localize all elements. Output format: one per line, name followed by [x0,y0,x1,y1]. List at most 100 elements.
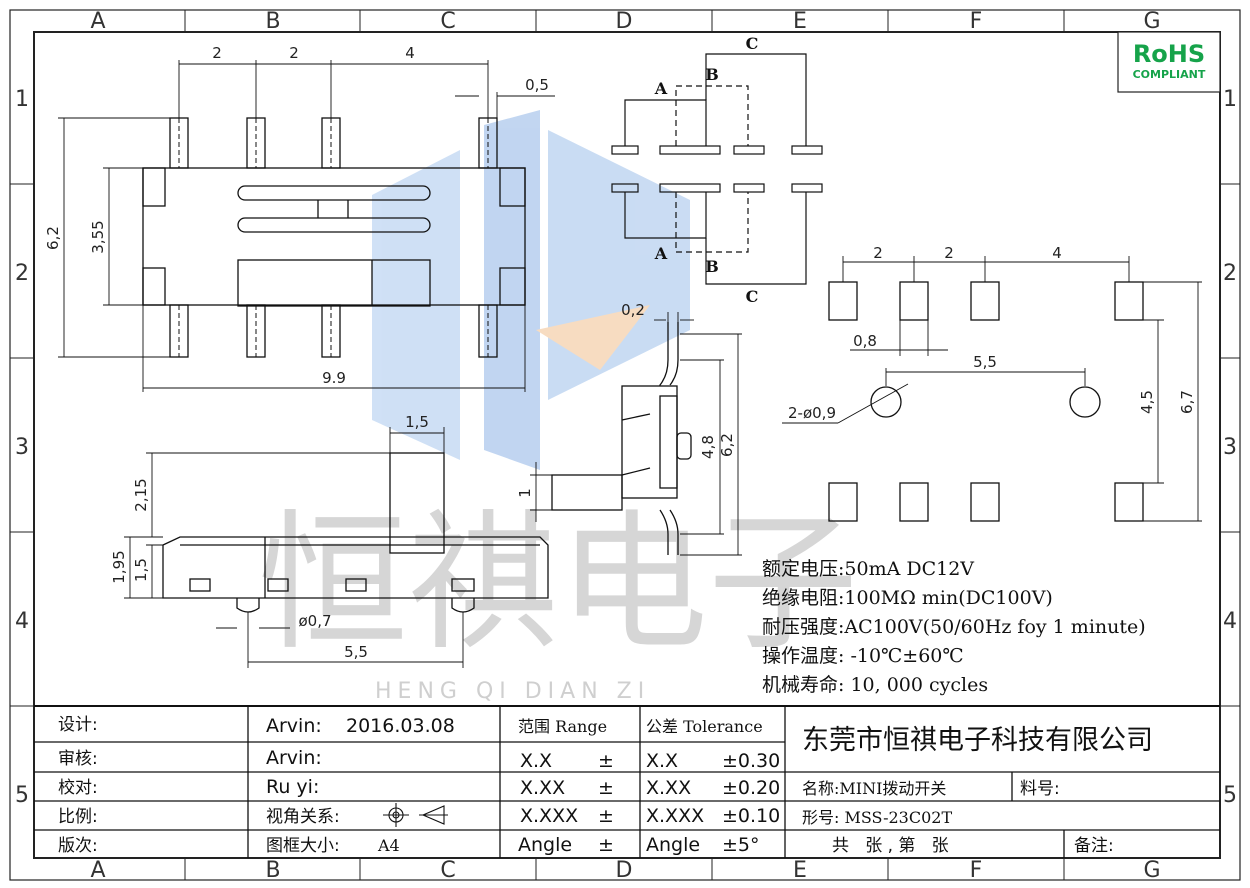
col-ref-top: A [90,9,105,34]
range-symbol: ± [598,777,614,799]
tolerance-key: Angle [646,834,700,856]
rohs-subtitle: COMPLIANT [1133,68,1206,81]
frame-size-value: A4 [377,836,400,855]
col-ref-bottom: D [616,858,633,883]
range-symbol: ± [598,834,614,856]
label-c-bottom: C [746,287,759,306]
title-block-grid [34,705,1220,858]
dim-body-height: 1,5 [132,558,150,582]
rohs-title: RoHS [1133,40,1205,68]
dim-pad-width: 0,8 [853,332,877,350]
spec-rated-voltage: 额定电压:50mA DC12V [762,558,974,580]
side-view-dimensions: 0,2 4,8 6,2 1 [516,301,736,498]
dim-knob-height: 2,15 [132,478,150,511]
row-ref-right: 5 [1223,783,1237,808]
row-ref-left: 5 [15,783,29,808]
label-c-top: C [746,34,759,53]
watermark-text: 恒祺电子 HENG QI DIAN ZI [258,497,858,704]
col-ref-bottom: B [265,858,280,883]
front-view-dimensions: 1,5 2,15 1,95 1,5 ø0,7 5,5 [110,413,429,661]
label-designer: 设计: [58,715,98,735]
model-number: 形号: MSS-23C02T [802,808,952,827]
dim-height-inner: 4,8 [699,435,717,459]
dim-terminal-thickness: 0,2 [621,301,645,319]
watermark-logo [372,110,690,470]
spec-withstand-voltage: 耐压强度:AC100V(50/60Hz foy 1 minute) [762,616,1146,638]
designer-name: Arvin: [266,715,322,737]
watermark-chars: 恒祺电子 [258,497,858,671]
dim-step: 1 [516,488,534,498]
circuit-schematic [611,53,823,285]
col-ref-top: F [970,9,983,34]
row-ref-right: 2 [1223,261,1237,286]
row-ref-right: 4 [1223,609,1237,634]
range-value: X.XXX [520,805,578,827]
label-reviewer: 审核: [58,749,98,769]
remark-label: 备注: [1074,836,1114,856]
dim-knob-width: 1,5 [405,413,429,431]
label-revision: 版次: [58,836,98,856]
col-ref-top: C [440,9,455,34]
tolerance-key: X.X [646,750,678,772]
col-ref-bottom: A [90,858,105,883]
title-block: 设计: 审核: 校对: 比例: 版次: Arvin: 2016.03.08 Ar… [58,715,1153,856]
tolerance-header: 公差 Tolerance [646,717,763,736]
label-scale: 比例: [58,807,98,827]
col-ref-bottom: C [440,858,455,883]
pcb-layout-dimensions: 2 2 4 0,8 5,5 2-ø0,9 4,5 6,7 [788,244,1196,422]
row-ref-left: 4 [15,609,29,634]
range-header: 范围 Range [518,717,607,736]
col-ref-bottom: F [970,858,983,883]
spec-mechanical-life: 机械寿命: 10, 000 cycles [762,674,988,696]
dim-total-height: 6,2 [44,226,62,250]
sheet-frame [9,9,1241,881]
projection-symbol-icon [383,803,448,827]
row-ref-right: 3 [1223,435,1237,460]
row-ref-right: 1 [1223,87,1237,112]
dim-pad-pitch-3: 4 [1052,244,1062,262]
dim-pitch-1: 2 [212,44,222,62]
dim-pad-pitch-2: 2 [944,244,954,262]
range-symbol: ± [598,805,614,827]
dim-total-height: 1,95 [110,550,128,583]
company-name: 东莞市恒祺电子科技有限公司 [802,725,1153,756]
label-a-top: A [654,79,668,98]
tolerance-value: ±0.30 [722,750,780,772]
front-view [124,427,549,668]
watermark-pinyin: HENG QI DIAN ZI [375,679,650,704]
range-value: Angle [518,834,572,856]
checker-name: Ru yi: [266,776,319,798]
dim-length: 9.9 [322,369,346,387]
specifications: 额定电压:50mA DC12V 绝缘电阻:100MΩ min(DC100V) 耐… [762,558,1146,696]
schematic-labels: A B C A B C [654,34,759,306]
label-checker: 校对: [58,778,98,798]
col-ref-bottom: E [793,858,807,883]
part-number-label: 料号: [1020,779,1060,799]
dim-inner-span: 4,5 [1138,390,1156,414]
design-date: 2016.03.08 [346,715,455,737]
dim-peg-pitch: 5,5 [344,643,368,661]
spec-operating-temp: 操作温度: -10℃±60℃ [762,645,964,667]
dim-peg-diameter: ø0,7 [298,612,331,630]
reviewer-name: Arvin: [266,747,322,769]
col-ref-top: E [793,9,807,34]
dim-pitch-2: 2 [289,44,299,62]
tolerance-value: ±0.20 [722,777,780,799]
dim-height-outer: 6,2 [718,433,736,457]
col-ref-bottom: G [1143,858,1160,883]
frame-size-label: 图框大小: [266,836,340,856]
col-ref-top: D [616,9,633,34]
dim-pin-width: 0,5 [525,76,549,94]
top-view [58,60,555,392]
row-ref-left: 3 [15,435,29,460]
view-relation-label: 视角关系: [266,807,340,827]
product-name: 名称:MINI拨动开关 [802,779,946,798]
range-value: X.X [520,750,552,772]
spec-insulation: 绝缘电阻:100MΩ min(DC100V) [762,587,1053,609]
top-view-dimensions: 2 2 4 0,5 6,2 3,55 9.9 [44,44,549,387]
col-ref-top: G [1143,9,1160,34]
dim-body-height: 3,55 [89,220,107,253]
tolerance-value: ±5° [722,834,760,856]
tolerance-key: X.XXX [646,805,704,827]
